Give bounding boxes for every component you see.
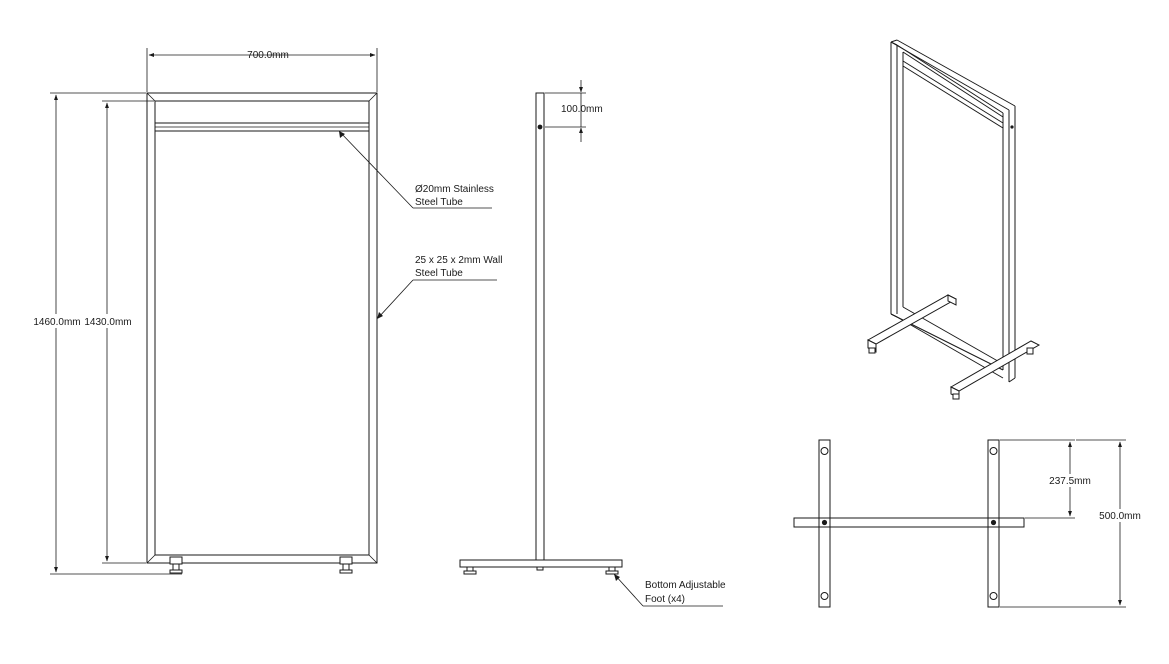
plan-crossbar — [793, 517, 1025, 528]
foot-offset-dimension: 237.5mm — [1000, 439, 1094, 519]
rail-callout-line2: Steel Tube — [415, 197, 463, 208]
front-foot-right — [339, 556, 353, 574]
rail-offset-label: 100.0mm — [561, 104, 603, 115]
rail-callout-line1: Ø20mm Stainless — [415, 184, 494, 195]
width-dimension: 700.0mm — [146, 48, 378, 92]
iso-right-base — [949, 340, 1041, 400]
iso-rail — [902, 60, 1014, 129]
front-foot-left — [169, 556, 183, 574]
frame-outer-edge — [146, 92, 378, 564]
side-view: 100.0mm Bottom Adjustable Foot (x4) — [459, 80, 726, 607]
foot-callout: Bottom Adjustable Foot (x4) — [613, 573, 726, 607]
frame-callout-line1: 25 x 25 x 2mm Wall — [415, 255, 502, 266]
plan-view: 237.5mm 500.0mm — [793, 439, 1144, 608]
foot-offset-label: 237.5mm — [1049, 476, 1091, 487]
outer-height-dimension: 1460.0mm — [30, 92, 182, 575]
base-depth-label: 500.0mm — [1099, 511, 1141, 522]
side-upright — [535, 92, 545, 561]
inner-height-dimension: 1430.0mm — [82, 100, 154, 564]
foot-callout-line1: Bottom Adjustable — [645, 580, 726, 591]
rail-end-dot — [537, 124, 543, 130]
frame-inner-edge — [154, 100, 370, 556]
iso-right-upright — [1002, 106, 1016, 383]
plan-right-foot-bar — [987, 439, 1000, 608]
side-base-bar — [459, 559, 623, 568]
width-label: 700.0mm — [247, 50, 289, 61]
front-view: 700.0mm 1460.0mm 1430.0mm Ø20mm Stainles… — [30, 48, 502, 575]
side-foot-right — [605, 566, 619, 575]
outer-height-label: 1460.0mm — [33, 317, 80, 328]
rail-callout: Ø20mm Stainless Steel Tube — [338, 130, 494, 209]
iso-left-upright — [890, 41, 904, 318]
plan-left-foot-bar — [818, 439, 831, 608]
iso-left-base — [866, 294, 958, 354]
frame-callout: 25 x 25 x 2mm Wall Steel Tube — [377, 255, 502, 319]
side-foot-left — [463, 566, 477, 575]
base-depth-dimension: 500.0mm — [1000, 439, 1144, 608]
isometric-view — [866, 39, 1041, 400]
inner-height-label: 1430.0mm — [84, 317, 131, 328]
frame-callout-line2: Steel Tube — [415, 268, 463, 279]
rail-offset-dimension: 100.0mm — [545, 80, 603, 142]
foot-callout-line2: Foot (x4) — [645, 594, 685, 605]
iso-top-beam — [890, 39, 1016, 118]
